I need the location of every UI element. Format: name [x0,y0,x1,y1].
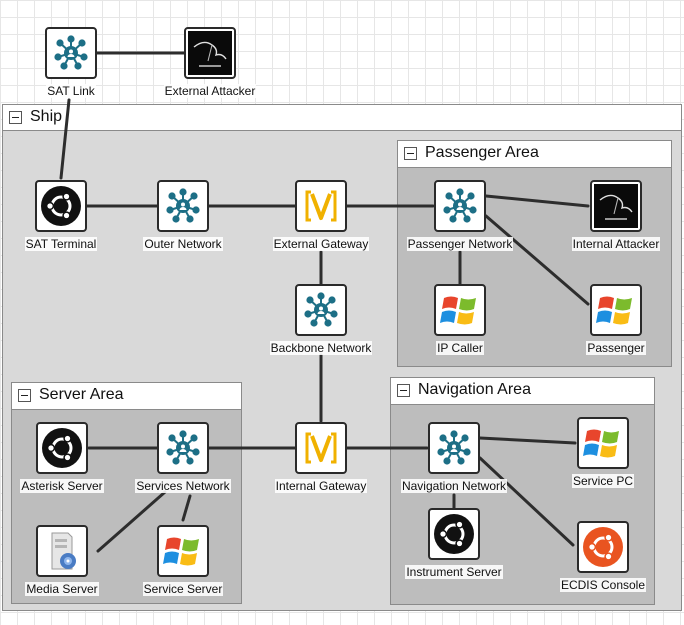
node-passenger[interactable]: Passenger [586,284,646,355]
ubuntu-icon[interactable] [35,180,87,232]
windows-icon[interactable] [590,284,642,336]
edge-passengernetwork-internalattacker [484,194,590,208]
node-service-server[interactable]: Service Server [142,525,224,596]
server-area-header: Server Area [12,383,241,410]
gateway-v-icon[interactable] [295,422,347,474]
node-label: Service Server [142,582,224,596]
node-label: Navigation Network [400,479,508,493]
network-hub-icon[interactable] [428,422,480,474]
node-service-pc[interactable]: Service PC [571,417,635,488]
node-label: SAT Link [46,84,96,98]
node-sat-terminal[interactable]: SAT Terminal [24,180,98,251]
node-ecdis-console[interactable]: ECDIS Console [559,521,647,592]
node-label: SAT Terminal [24,237,98,251]
ubuntu-icon[interactable] [428,508,480,560]
node-label: ECDIS Console [559,578,647,592]
node-backbone-network[interactable]: Backbone Network [269,284,373,355]
node-label: Internal Attacker [571,237,661,251]
node-passenger-network[interactable]: Passenger Network [406,180,514,251]
node-label: Outer Network [143,237,223,251]
edge-servicesnetwork-mediaserver [96,490,167,553]
server-area-collapse-toggle[interactable] [18,389,31,402]
navigation-area-header: Navigation Area [391,378,654,405]
node-ip-caller[interactable]: IP Caller [434,284,486,355]
node-asterisk-server[interactable]: Asterisk Server [20,422,104,493]
node-instrument-server[interactable]: Instrument Server [405,508,503,579]
node-sat-link[interactable]: SAT Link [45,27,97,98]
network-hub-icon[interactable] [434,180,486,232]
ship-collapse-toggle[interactable] [9,111,22,124]
node-internal-gateway[interactable]: Internal Gateway [274,422,368,493]
node-media-server[interactable]: Media Server [25,525,99,596]
ship-title: Ship [30,108,63,125]
network-hub-icon[interactable] [45,27,97,79]
node-internal-attacker[interactable]: Internal Attacker [571,180,661,251]
node-label: Passenger [586,341,646,355]
edge-servicesnetwork-serviceserver [181,494,192,522]
edge-navigationnetwork-ecdis [478,456,575,547]
node-label: Backbone Network [269,341,373,355]
node-label: Asterisk Server [20,479,104,493]
ubuntu-icon[interactable] [36,422,88,474]
node-label: Service PC [571,474,635,488]
node-label: Services Network [135,479,231,493]
passenger-area-title: Passenger Area [425,144,539,161]
node-external-attacker[interactable]: External Attacker [163,27,257,98]
passenger-area-header: Passenger Area [398,141,671,168]
network-hub-icon[interactable] [157,180,209,232]
edge-passengernetwork-passenger [484,214,590,306]
gateway-v-icon[interactable] [295,180,347,232]
navigation-area-collapse-toggle[interactable] [397,384,410,397]
node-outer-network[interactable]: Outer Network [143,180,223,251]
windows-icon[interactable] [157,525,209,577]
node-external-gateway[interactable]: External Gateway [272,180,370,251]
node-label: Media Server [25,582,99,596]
edge-satlink-satterminal [59,98,71,180]
media-server-icon[interactable] [36,525,88,577]
edge-navigationnetwork-servicepc [478,436,577,445]
windows-icon[interactable] [434,284,486,336]
passenger-area-collapse-toggle[interactable] [404,147,417,160]
network-hub-icon[interactable] [157,422,209,474]
node-label: Passenger Network [406,237,514,251]
navigation-area-title: Navigation Area [418,381,531,398]
kali-linux-icon[interactable] [590,180,642,232]
node-label: External Gateway [272,237,370,251]
kali-linux-icon[interactable] [184,27,236,79]
ship-header: Ship [3,105,681,131]
node-navigation-network[interactable]: Navigation Network [400,422,508,493]
node-services-network[interactable]: Services Network [135,422,231,493]
network-hub-icon[interactable] [295,284,347,336]
node-label: Instrument Server [405,565,503,579]
server-area-title: Server Area [39,386,124,403]
node-label: Internal Gateway [274,479,368,493]
node-label: External Attacker [163,84,257,98]
ubuntu-orange-icon[interactable] [577,521,629,573]
node-label: IP Caller [436,341,484,355]
windows-icon[interactable] [577,417,629,469]
